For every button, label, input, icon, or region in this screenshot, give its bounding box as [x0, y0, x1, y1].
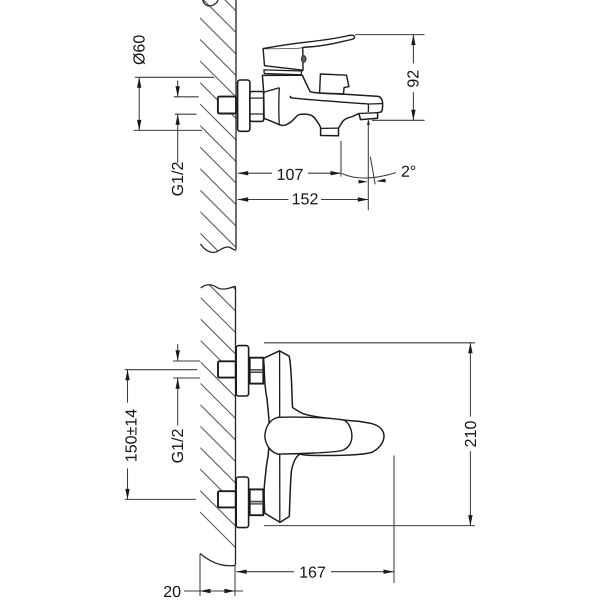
- svg-text:2°: 2°: [401, 164, 416, 181]
- svg-text:152: 152: [292, 191, 319, 208]
- svg-text:Ø60: Ø60: [132, 35, 149, 65]
- svg-text:20: 20: [163, 584, 181, 600]
- svg-text:G1/2: G1/2: [170, 429, 187, 464]
- svg-text:167: 167: [299, 565, 326, 582]
- svg-text:107: 107: [277, 167, 304, 184]
- svg-text:150±14: 150±14: [124, 409, 141, 462]
- svg-text:92: 92: [406, 70, 423, 88]
- svg-text:G1/2: G1/2: [170, 162, 187, 197]
- svg-text:210: 210: [463, 421, 480, 448]
